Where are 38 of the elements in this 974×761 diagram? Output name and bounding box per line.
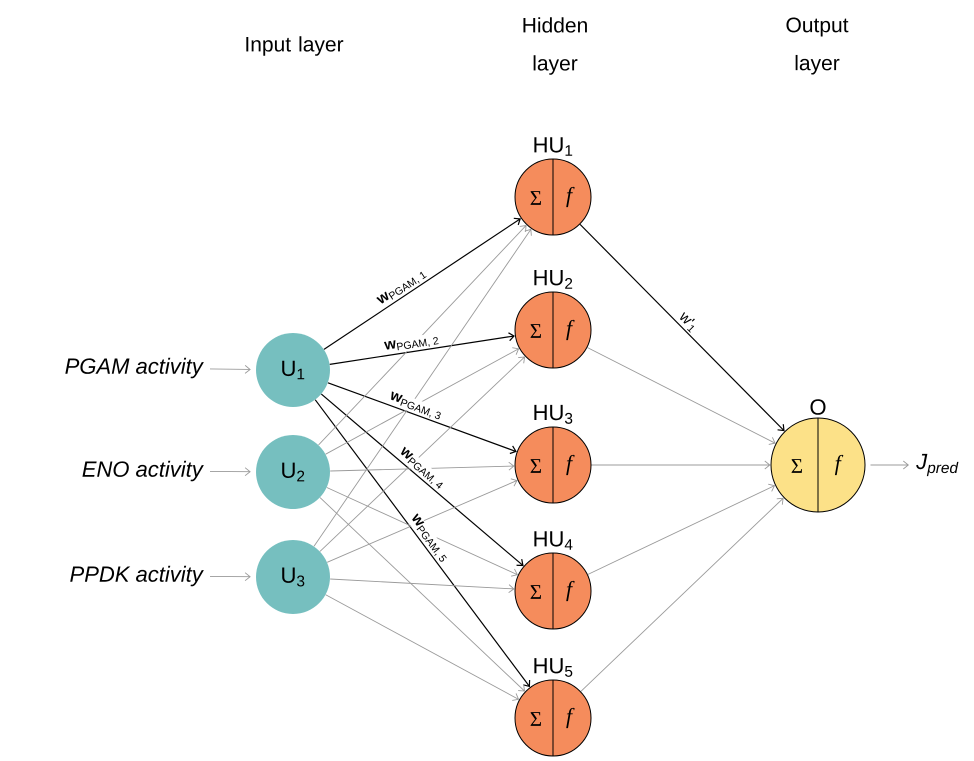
edge-label: w'$_{1}$ <box>675 308 702 335</box>
arrow <box>314 399 530 688</box>
arrow <box>580 498 784 692</box>
layer-label: Input layer <box>246 36 344 56</box>
input-label: PPDK activity <box>70 566 204 586</box>
node-label: HU$_{5}$ <box>534 658 572 677</box>
arrow <box>591 460 771 470</box>
arrow <box>320 356 526 552</box>
node-label: HU$_{3}$ <box>534 404 572 424</box>
arrow <box>324 218 521 350</box>
node-label: HU$_{2}$ <box>534 270 572 289</box>
arrow <box>325 347 520 455</box>
input-label: ENO activity <box>82 460 204 482</box>
arrow <box>870 460 910 470</box>
arrow <box>586 347 776 445</box>
node-label: HU$_{4}$ <box>534 531 572 550</box>
edge-label: w$_{PGAM, 2}$ <box>382 332 441 355</box>
arrow <box>314 228 532 547</box>
output-label: J$_{pred}$ <box>916 454 958 476</box>
arrow <box>325 594 520 701</box>
arrow <box>330 332 515 365</box>
arrow <box>580 224 785 432</box>
arrow <box>330 462 515 472</box>
node-label: O <box>810 399 826 415</box>
input-label: PGAM activity <box>65 358 204 378</box>
arrow <box>320 394 524 566</box>
arrow <box>587 484 776 575</box>
arrow <box>210 364 251 374</box>
layer-label: Hidden layer <box>523 17 587 75</box>
arrow <box>318 224 527 446</box>
arrow <box>320 497 526 692</box>
arrow <box>210 572 251 582</box>
arrow <box>328 382 517 454</box>
arrow <box>210 467 251 476</box>
node-label: HU$_{1}$ <box>534 137 572 156</box>
layer-label: Output layer <box>786 18 848 75</box>
arrow <box>330 578 515 594</box>
arrow <box>326 478 518 563</box>
